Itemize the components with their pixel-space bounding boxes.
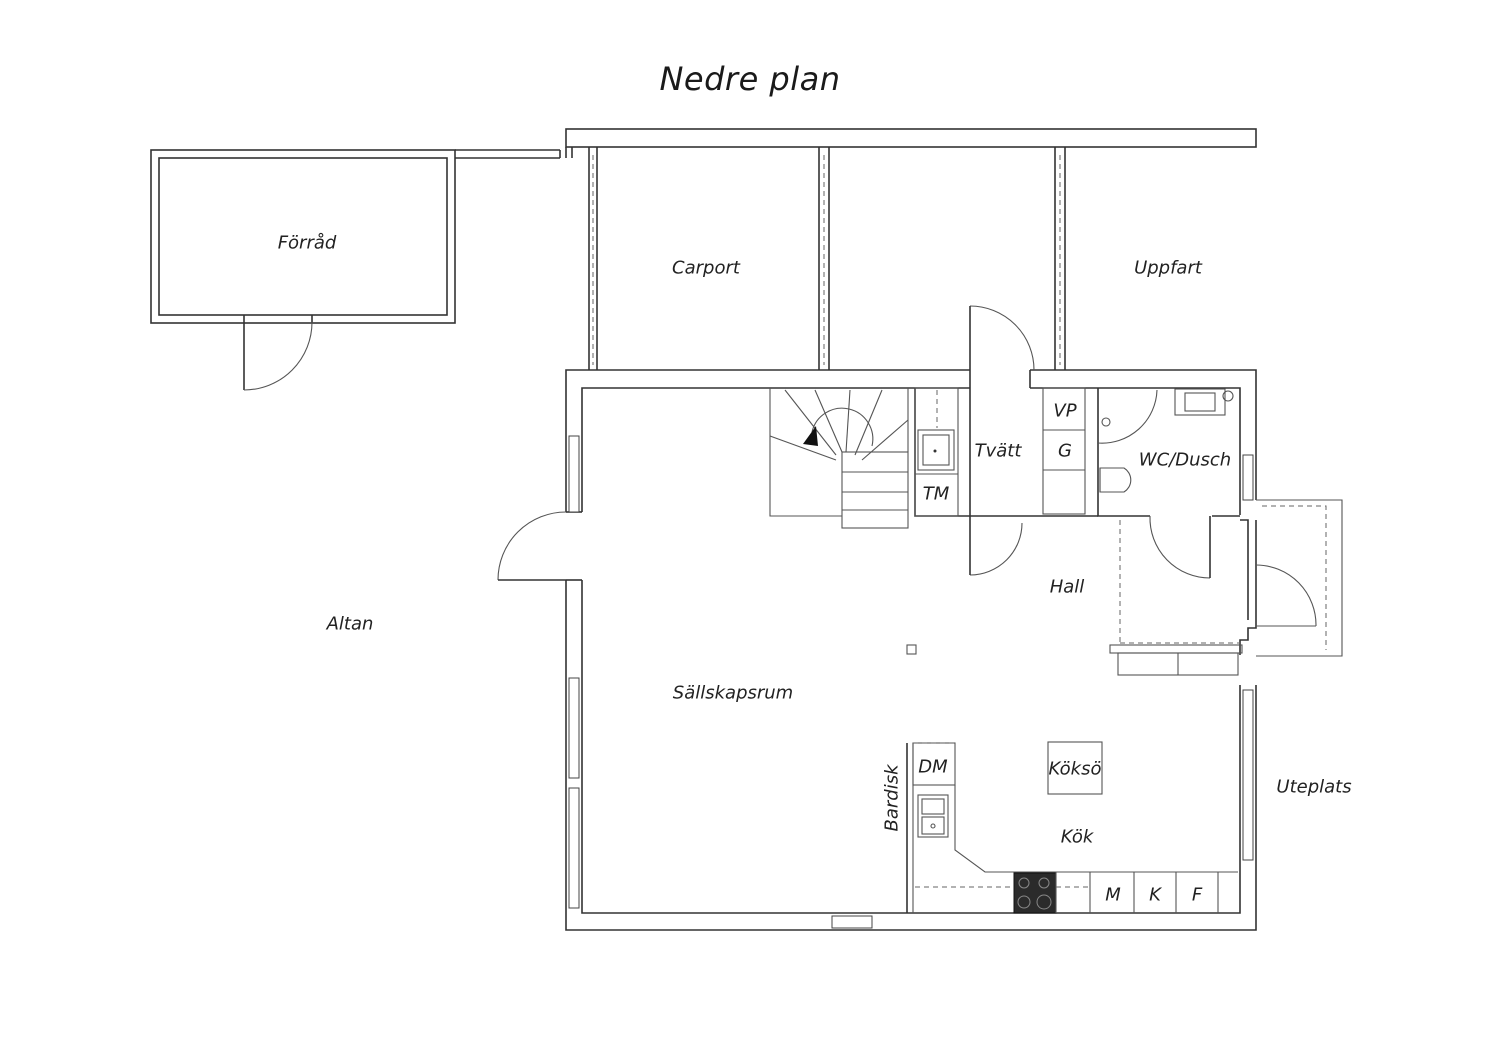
room-label-tvatt: Tvätt (974, 440, 1022, 462)
staircase (769, 388, 909, 529)
appliance-label-tm: TM (922, 483, 950, 505)
appliance-label-dm: DM (918, 756, 948, 778)
appliance-label-k: K (1149, 884, 1161, 906)
room-label-forrad: Förråd (277, 232, 337, 254)
bathroom (1097, 388, 1240, 579)
entrance-porch (1255, 499, 1343, 657)
room-label-carport: Carport (672, 257, 740, 279)
room-label-hall: Hall (1049, 576, 1085, 598)
label-bardisk: Bardisk (881, 764, 903, 832)
room-label-uteplats: Uteplats (1276, 776, 1352, 798)
room-label-uppfart: Uppfart (1134, 257, 1202, 279)
hall-closet (1109, 520, 1243, 676)
cabinet-label-g: G (1058, 440, 1072, 462)
room-label-sallskapsrum: Sällskapsrum (672, 682, 794, 704)
appliance-label-m: M (1105, 884, 1121, 906)
room-label-wc-dusch: WC/Dusch (1138, 449, 1232, 471)
label-koksö: Köksö (1048, 758, 1102, 780)
laundry-area (914, 305, 1035, 576)
house-walls (497, 369, 1257, 931)
kitchen (906, 741, 1238, 914)
room-label-altan: Altan (326, 613, 374, 635)
cabinet-label-vp: VP (1053, 400, 1077, 422)
room-label-kok: Kök (1060, 826, 1094, 848)
storage-shed (150, 149, 561, 391)
column-marker (906, 644, 917, 655)
carport-structure (565, 128, 1257, 370)
appliance-label-f: F (1191, 884, 1203, 906)
plan-title: Nedre plan (659, 60, 841, 98)
technical-cabinets (1022, 387, 1098, 517)
